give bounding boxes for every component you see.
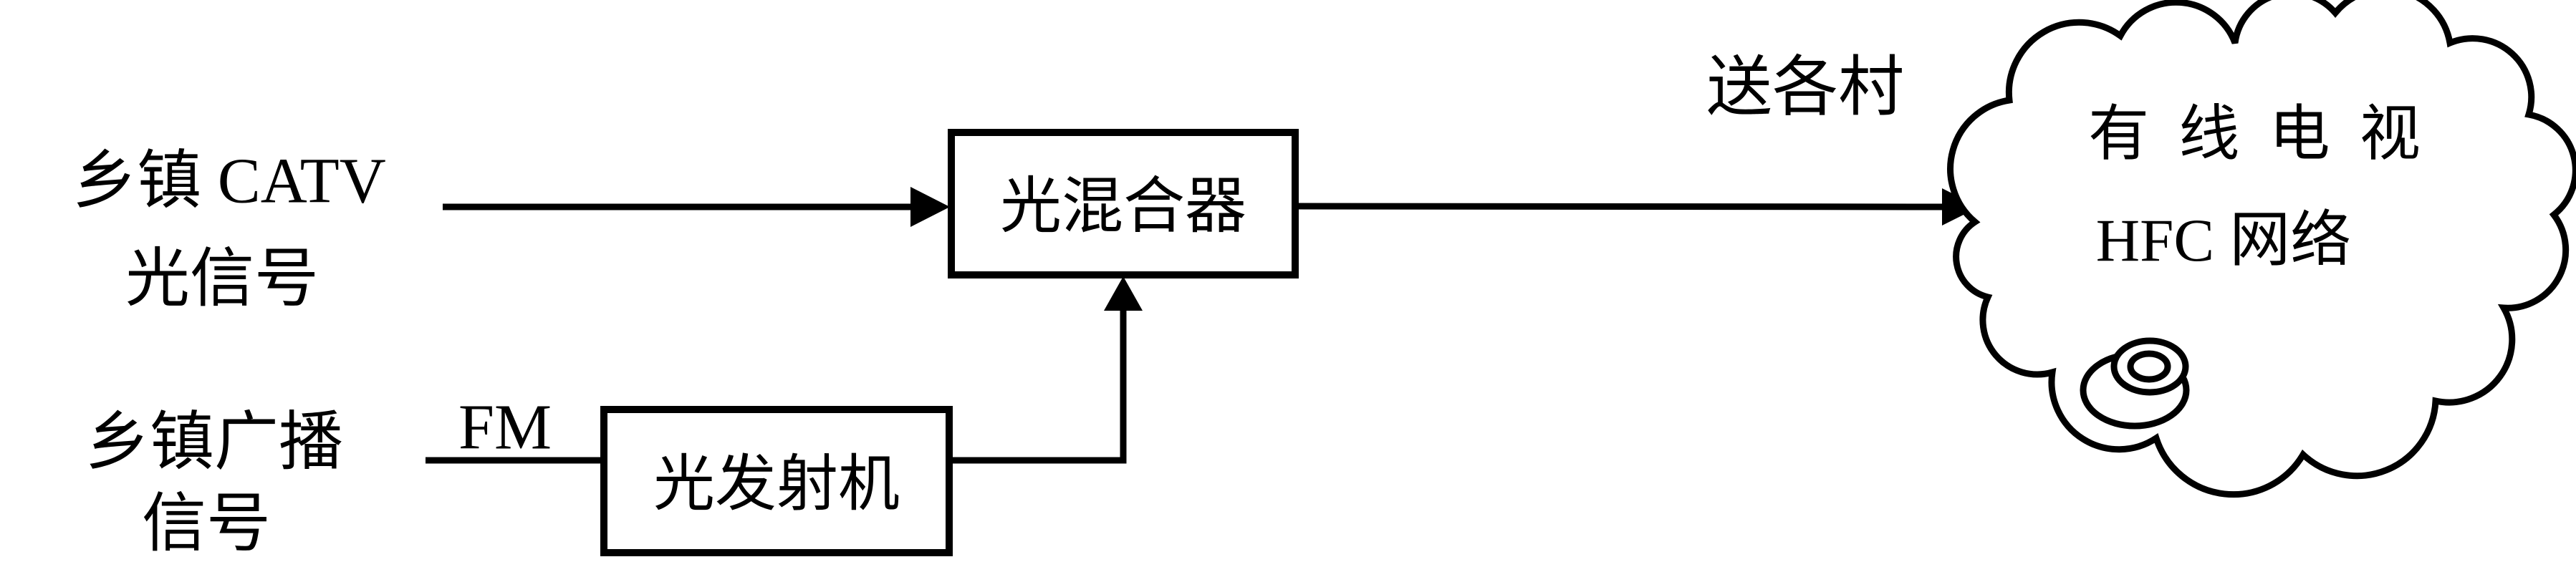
catv-signal-label: 乡镇 CATV 光信号 (72, 146, 386, 315)
transmitter-box-rect (600, 406, 953, 556)
catv-signal-label-line1: 乡镇 CATV (72, 146, 386, 217)
catv-to-mixer-arrow (443, 187, 950, 227)
fm-label: FM (458, 392, 552, 463)
mixer-box-label: 光混合器 (1000, 172, 1246, 241)
mixer-to-cloud-arrow (1294, 188, 1979, 226)
transmitter-box-label: 光发射机 (653, 450, 900, 518)
transmitter-box: 光发射机 (600, 406, 953, 556)
mixer-box: 光混合器 (948, 129, 1299, 278)
transmitter-to-mixer-arrowhead-icon (1104, 276, 1143, 311)
cloud-label-line2: HFC 网络 (2096, 207, 2352, 274)
catv-to-mixer-arrowhead-icon (910, 187, 950, 227)
cloud-coil-inner-icon (2127, 350, 2171, 383)
transmitter-to-mixer-arrow (949, 276, 1143, 464)
transmitter-to-mixer-line (949, 304, 1127, 464)
route-label: 送各村 (1706, 51, 1904, 124)
broadcast-signal-label: 乡镇广播 信号 (85, 407, 343, 560)
cloud-label-line1: 有 线 电 视 (2088, 101, 2428, 168)
broadcast-signal-label-line2: 信号 (142, 489, 271, 560)
catv-signal-label-line2: 光信号 (125, 244, 319, 315)
broadcast-signal-label-line1: 乡镇广播 (85, 407, 343, 478)
mixer-box-rect (948, 129, 1299, 278)
mixer-to-cloud-line (1294, 203, 1946, 210)
hfc-cloud: 有 线 电 视 HFC 网络 (1947, 0, 2576, 498)
